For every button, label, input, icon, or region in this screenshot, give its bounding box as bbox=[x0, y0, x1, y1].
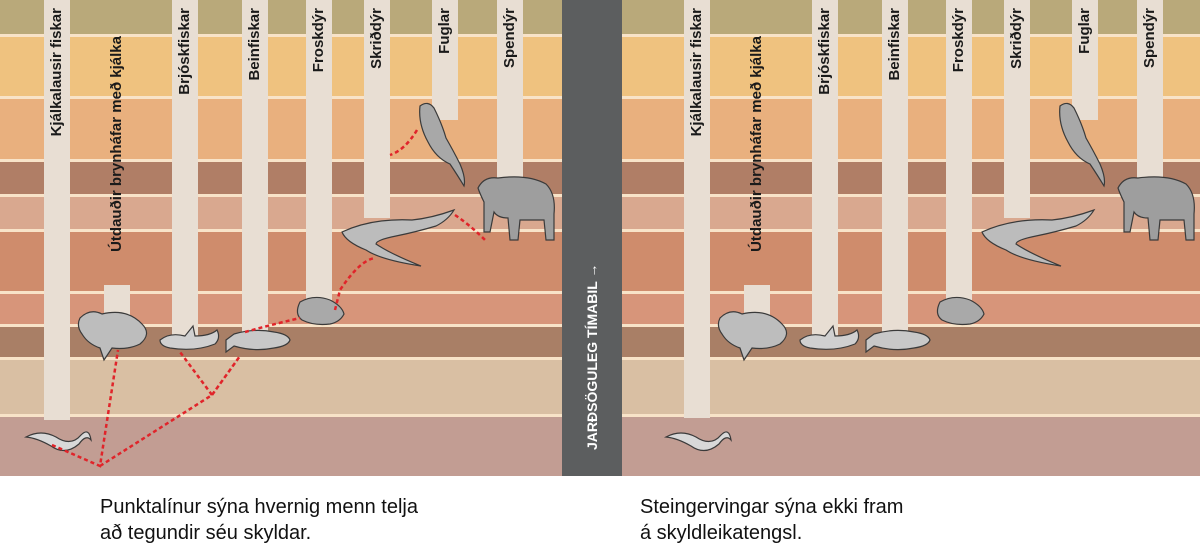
relationship-dotted-lines bbox=[51, 129, 486, 468]
animal-illustrations bbox=[23, 102, 555, 468]
lineage-column bbox=[172, 0, 198, 340]
geologic-time-axis: JARÐSÖGULEG TÍMABIL → bbox=[562, 0, 622, 476]
layer-seam bbox=[622, 291, 1200, 294]
rock-layer bbox=[0, 35, 562, 97]
layer-seam bbox=[622, 357, 1200, 360]
lineage-column bbox=[364, 0, 390, 218]
rock-layer bbox=[0, 97, 562, 160]
layer-seam bbox=[0, 159, 562, 162]
lineage-column bbox=[946, 0, 972, 300]
rock-layer bbox=[622, 230, 1200, 292]
layer-seam bbox=[622, 414, 1200, 417]
lineage-column bbox=[812, 0, 838, 340]
rock-layer bbox=[622, 195, 1200, 230]
rock-layer bbox=[622, 35, 1200, 97]
layer-seam bbox=[622, 34, 1200, 37]
lineage-column bbox=[684, 0, 710, 418]
rock-layer bbox=[622, 358, 1200, 415]
lineage-column bbox=[1072, 0, 1098, 120]
layer-seam bbox=[0, 229, 562, 232]
layer-seam bbox=[0, 34, 562, 37]
layer-seam bbox=[622, 159, 1200, 162]
lineage-column bbox=[497, 0, 523, 178]
lineage-column bbox=[1004, 0, 1030, 218]
rock-layer bbox=[0, 358, 562, 415]
animal-illustrations bbox=[663, 102, 1195, 452]
lineage-column bbox=[306, 0, 332, 300]
layer-seam bbox=[0, 414, 562, 417]
caption-left-line1: Punktalínur sýna hvernig menn telja bbox=[100, 496, 418, 518]
layer-seam bbox=[0, 291, 562, 294]
rock-layer bbox=[622, 292, 1200, 325]
caption-right-line2: á skyldleikatengsl. bbox=[640, 522, 803, 544]
rock-layer bbox=[622, 97, 1200, 160]
layer-seam bbox=[622, 324, 1200, 327]
geologic-time-label: JARÐSÖGULEG TÍMABIL → bbox=[584, 263, 600, 450]
layer-seam bbox=[622, 229, 1200, 232]
layer-seam bbox=[622, 96, 1200, 99]
lineage-column bbox=[432, 0, 458, 120]
rock-layer bbox=[0, 0, 562, 35]
layer-seam bbox=[0, 96, 562, 99]
layer-seam bbox=[0, 194, 562, 197]
caption-left: Punktalínur sýna hvernig menn telja að t… bbox=[100, 494, 418, 546]
rock-layer bbox=[0, 230, 562, 292]
caption-right-line1: Steingervingar sýna ekki fram bbox=[640, 496, 904, 518]
lineage-column bbox=[1137, 0, 1163, 178]
lineage-column bbox=[882, 0, 908, 340]
rock-layer bbox=[0, 415, 562, 476]
layer-seam bbox=[0, 324, 562, 327]
lineage-column bbox=[242, 0, 268, 340]
layer-seam bbox=[622, 194, 1200, 197]
caption-left-line2: að tegundir séu skyldar. bbox=[100, 522, 312, 544]
lineage-column bbox=[44, 0, 70, 420]
caption-right: Steingervingar sýna ekki fram á skyldlei… bbox=[640, 494, 903, 546]
layer-seam bbox=[0, 357, 562, 360]
rock-layer bbox=[622, 415, 1200, 476]
rock-layer bbox=[622, 0, 1200, 35]
rock-layer bbox=[0, 160, 562, 195]
